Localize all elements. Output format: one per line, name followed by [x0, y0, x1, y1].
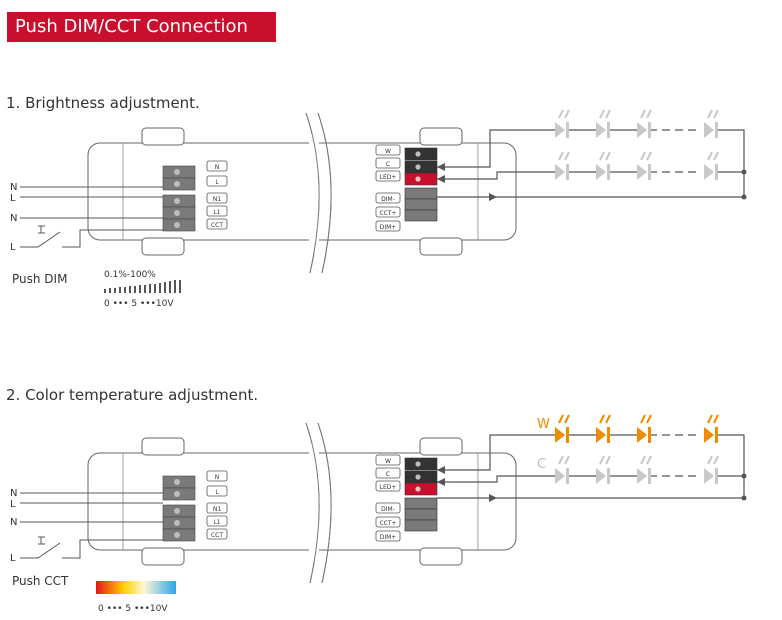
terminal-dimplus-label: DIM+: [380, 224, 397, 231]
dim-range-label: 0.1%-100%: [104, 270, 156, 280]
led-icon: [554, 414, 570, 444]
input-n-label: N: [10, 488, 17, 499]
input-l2-label: L: [10, 553, 16, 564]
terminal-c-label: C: [386, 471, 390, 478]
page-title: Push DIM/CCT Connection: [7, 12, 276, 42]
led-strip-2-warm: [554, 414, 719, 444]
terminal-l1-label: L1: [213, 519, 220, 526]
led-icon: [595, 151, 611, 181]
terminal-cctplus-label: CCT+: [379, 520, 396, 527]
left-terminal-labels-2: N L N1 L1 CCT: [211, 474, 223, 539]
terminal-w-label: W: [385, 148, 391, 155]
output-wires-2: [437, 434, 745, 499]
push-cct-label: Push CCT: [12, 574, 69, 588]
led-strip-1-bottom: [554, 151, 719, 181]
input-l-label: L: [10, 193, 16, 204]
input-labels-2: N L N L: [10, 488, 17, 564]
led-icon: [554, 455, 570, 485]
warm-channel-label: W: [537, 417, 550, 432]
output-wires-1: [437, 129, 745, 198]
terminal-n1-label: N1: [213, 196, 221, 203]
left-terminal-labels-1: N L N1 L1 CCT: [211, 164, 223, 229]
led-icon: [703, 414, 719, 444]
push-dim-label: Push DIM: [12, 272, 67, 286]
led-icon: [595, 414, 611, 444]
terminal-cct-label: CCT: [211, 532, 223, 539]
input-l-label: L: [10, 499, 16, 510]
cct-scale-label: 0 ••• 5 •••10V: [98, 604, 168, 614]
input-n2-label: N: [10, 517, 17, 528]
terminal-ledplus-label: LED+: [380, 174, 397, 181]
input-wires-2: [20, 492, 163, 559]
terminal-w-label: W: [385, 458, 391, 465]
led-icon: [554, 151, 570, 181]
led-icon: [703, 455, 719, 485]
terminal-l-label: L: [215, 489, 219, 496]
right-terminal-labels-1: W C LED+ DIM- CCT+ DIM+: [379, 148, 396, 231]
section1-heading: 1. Brightness adjustment.: [6, 94, 200, 112]
dim-scale-label: 0 ••• 5 •••10V: [104, 299, 174, 309]
input-n-label: N: [10, 182, 17, 193]
terminal-l-label: L: [215, 179, 219, 186]
terminal-n-label: N: [215, 164, 220, 171]
input-n2-label: N: [10, 213, 17, 224]
right-terminal-labels-2: W C LED+ DIM- CCT+ DIM+: [379, 458, 396, 541]
led-icon: [636, 455, 652, 485]
terminal-dimminus-label: DIM-: [381, 196, 395, 203]
led-icon: [595, 109, 611, 139]
terminal-l1-label: L1: [213, 209, 220, 216]
terminal-dimminus-label: DIM-: [381, 506, 395, 513]
led-icon: [554, 109, 570, 139]
led-icon: [703, 109, 719, 139]
section2-heading: 2. Color temperature adjustment.: [6, 386, 259, 404]
arrowheads-1: [437, 163, 747, 201]
input-wires-1: [20, 186, 163, 248]
driver-1: [87, 112, 517, 274]
led-icon: [595, 455, 611, 485]
terminal-cct-label: CCT: [211, 222, 223, 229]
terminal-n1-label: N1: [213, 506, 221, 513]
terminal-n-label: N: [215, 474, 220, 481]
led-icon: [636, 151, 652, 181]
terminal-cctplus-label: CCT+: [379, 210, 396, 217]
dim-level-bars: [104, 280, 181, 293]
arrowheads-2: [437, 466, 747, 502]
led-icon: [636, 109, 652, 139]
led-icon: [636, 414, 652, 444]
led-icon: [703, 151, 719, 181]
terminal-c-label: C: [386, 161, 390, 168]
input-labels-1: N L N L: [10, 182, 17, 253]
terminal-ledplus-label: LED+: [380, 484, 397, 491]
led-strip-2-cool: [554, 455, 719, 485]
cct-gradient-bar: [96, 581, 176, 594]
cool-channel-label: C: [537, 457, 546, 472]
input-l2-label: L: [10, 242, 16, 253]
terminal-dimplus-label: DIM+: [380, 534, 397, 541]
led-strip-1-top: [554, 109, 719, 139]
